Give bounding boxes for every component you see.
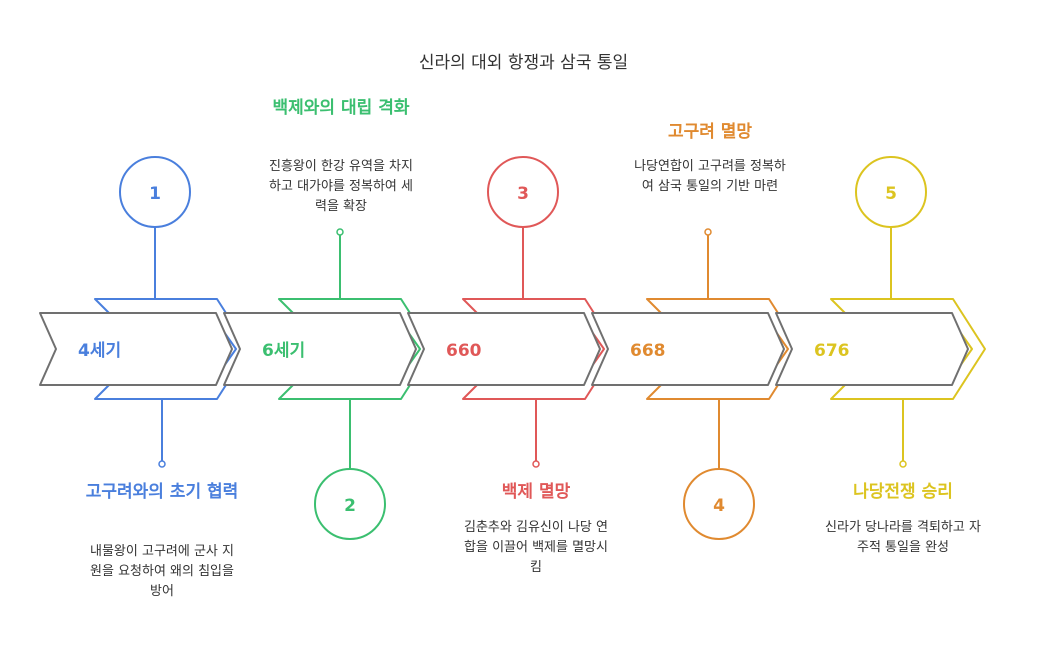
step-5-number: 5 — [885, 184, 897, 204]
step-4-title: 고구려 멸망 — [667, 122, 753, 142]
step-2-period: 6세기 — [262, 341, 305, 361]
step-1-number: 1 — [149, 184, 161, 204]
step-3-period: 660 — [446, 341, 482, 361]
step-5-text-dot — [899, 460, 907, 468]
step-2-number: 2 — [344, 496, 356, 516]
step-3-title: 백제 멸망 — [501, 482, 571, 502]
step-1-description: 내물왕이 고구려에 군사 지원을 요청하여 왜의 침입을 방어 — [90, 544, 234, 599]
step-2-arrow — [223, 312, 417, 386]
step-5-period: 676 — [814, 341, 850, 361]
step-2-text-dot — [336, 228, 344, 236]
step-1-number-circle — [119, 156, 191, 228]
step-3-description: 김춘추와 김유신이 나당 연합을 이끌어 백제를 멸망시킴 — [464, 520, 608, 575]
step-2-title: 백제와의 대립 격화 — [272, 98, 410, 118]
step-4-period: 668 — [630, 341, 666, 361]
step-4-number: 4 — [713, 496, 725, 516]
step-4-arrow — [591, 312, 785, 386]
step-1-title: 고구려와의 초기 협력 — [85, 482, 239, 502]
step-1-period: 4세기 — [78, 341, 121, 361]
step-3-arrow — [407, 312, 601, 386]
diagram-title: 신라의 대외 항쟁과 삼국 통일 — [418, 53, 629, 73]
step-3-text-dot — [532, 460, 540, 468]
step-4-number-circle — [683, 468, 755, 540]
step-3-number-circle — [487, 156, 559, 228]
step-2-number-circle — [314, 468, 386, 540]
step-3-number: 3 — [517, 184, 529, 204]
step-2-description: 진흥왕이 한강 유역을 차지하고 대가야를 정복하여 세력을 확장 — [269, 159, 413, 214]
step-5-title: 나당전쟁 승리 — [853, 482, 953, 502]
step-5-number-circle — [855, 156, 927, 228]
step-5-arrow — [775, 312, 969, 386]
step-5-description: 신라가 당나라를 격퇴하고 자주적 통일을 완성 — [825, 520, 981, 555]
step-4-description: 나당연합이 고구려를 정복하여 삼국 통일의 기반 마련 — [634, 159, 786, 194]
step-4-text-dot — [704, 228, 712, 236]
step-1-arrow — [39, 312, 233, 386]
step-1-text-dot — [158, 460, 166, 468]
